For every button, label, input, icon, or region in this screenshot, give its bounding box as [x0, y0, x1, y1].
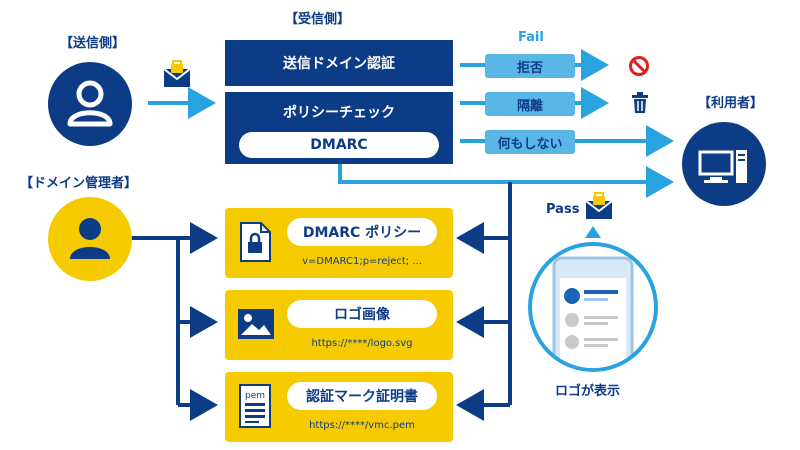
record-title: 認証マーク証明書 [287, 382, 437, 410]
prohibited-icon [628, 55, 650, 81]
record-logo-image: ロゴ画像 https://****/logo.svg [225, 290, 453, 360]
sender-label: 【送信側】 [60, 36, 126, 51]
dmarc-pill: DMARC [239, 132, 439, 158]
fail-label: Fail [518, 30, 544, 45]
record-value: https://****/vmc.pem [309, 420, 415, 431]
sender-domain-auth-box: 送信ドメイン認証 [225, 40, 453, 86]
user-avatar [682, 122, 766, 206]
person-icon [67, 80, 113, 127]
pass-label: Pass [546, 202, 580, 217]
action-none: 何もしない [485, 130, 575, 154]
action-reject: 拒否 [485, 54, 575, 78]
pem-text: pem [245, 391, 265, 401]
locked-mail-icon [585, 192, 613, 224]
smartphone-icon [552, 256, 634, 368]
domain-admin-label: 【ドメイン管理者】 [20, 176, 138, 191]
user-label: 【利用者】 [698, 96, 764, 111]
record-title: DMARC ポリシー [287, 218, 437, 246]
policy-check-box: ポリシーチェック DMARC [225, 92, 453, 164]
policy-check-title: ポリシーチェック [283, 105, 395, 121]
computer-icon [698, 150, 747, 183]
logo-display-label: ロゴが表示 [555, 384, 621, 399]
domain-admin-avatar [48, 197, 132, 281]
pem-file-icon: pem [239, 384, 271, 432]
lock-document-icon [239, 222, 271, 266]
trash-icon [630, 92, 650, 118]
record-value: v=DMARC1;p=reject; ... [302, 256, 422, 267]
sender-avatar [48, 62, 132, 146]
locked-mail-icon [163, 60, 191, 92]
receiver-label: 【受信側】 [285, 12, 351, 27]
record-value: https://****/logo.svg [311, 338, 413, 349]
record-vmc-certificate: pem 認証マーク証明書 https://****/vmc.pem [225, 372, 453, 442]
arrow-up-to-phone [585, 226, 601, 238]
phone-circle [528, 242, 658, 372]
action-quarantine: 隔離 [485, 92, 575, 116]
image-icon [237, 308, 275, 344]
record-dmarc-policy: DMARC ポリシー v=DMARC1;p=reject; ... [225, 208, 453, 278]
record-title: ロゴ画像 [287, 300, 437, 328]
person-icon [70, 218, 110, 259]
arrow-pass-to-user [338, 162, 674, 198]
